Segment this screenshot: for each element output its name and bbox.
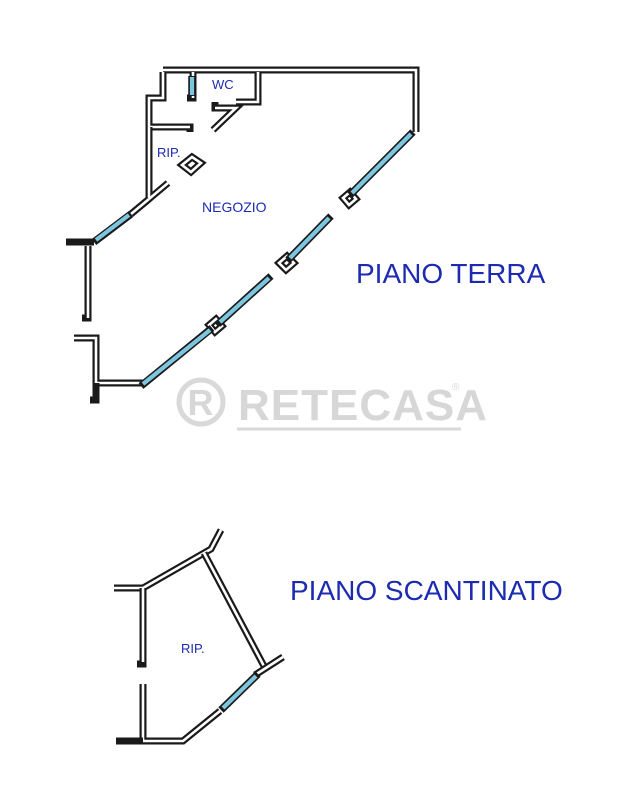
watermark-registered: ® bbox=[452, 382, 460, 393]
room-label-wc: WC bbox=[212, 77, 234, 92]
walls-piano-scantinato bbox=[114, 528, 285, 745]
walls-piano-terra bbox=[66, 66, 420, 404]
floor-title-piano-terra: PIANO TERRA bbox=[356, 258, 546, 289]
watermark-logo-letter: R bbox=[188, 382, 215, 423]
plan-piano-scantinato: RIP. PIANO SCANTINATO bbox=[114, 528, 563, 745]
room-label-negozio: NEGOZIO bbox=[202, 199, 267, 215]
windows-piano-scantinato bbox=[218, 671, 261, 713]
floor-title-piano-scantinato: PIANO SCANTINATO bbox=[290, 575, 563, 606]
watermark: R RETECASA ® bbox=[176, 377, 488, 431]
plan-piano-terra: WC RIP. NEGOZIO PIANO TERRA bbox=[66, 66, 546, 404]
watermark-text: RETECASA bbox=[238, 381, 488, 430]
watermark-ring bbox=[176, 377, 226, 427]
windows-piano-terra bbox=[91, 76, 416, 389]
room-label-rip: RIP. bbox=[157, 145, 181, 160]
room-label-rip-scantinato: RIP. bbox=[181, 641, 205, 656]
